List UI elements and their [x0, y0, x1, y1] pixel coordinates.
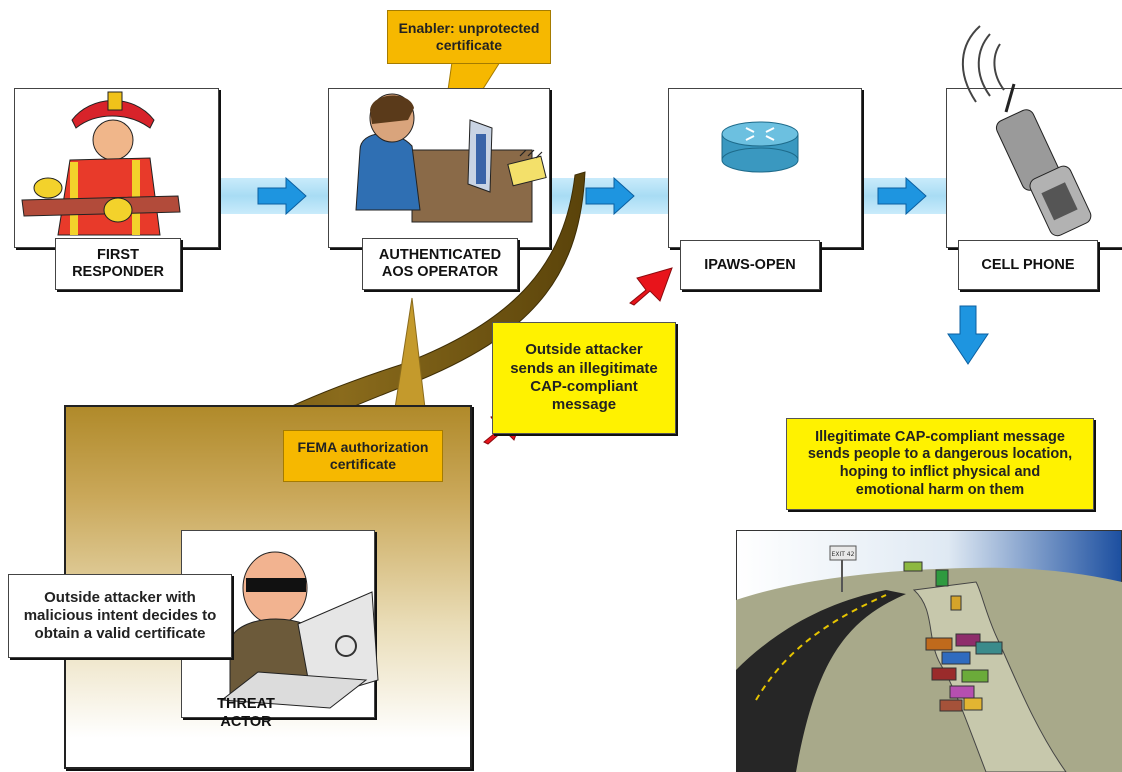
exit-sign-text: EXIT 42	[832, 551, 855, 558]
ipaws-open-label: IPAWS-OPEN	[680, 240, 820, 290]
first-responder-label: FIRST RESPONDER	[55, 238, 181, 290]
road	[736, 590, 906, 772]
firefighter-figure	[21, 91, 181, 236]
cell-phone-icon	[962, 25, 1092, 237]
attack-arrow-to-ipaws	[629, 267, 673, 306]
outside-attacker-sends-callout: Outside attacker sends an illegitimate C…	[492, 322, 676, 434]
flow-arrow-phone-down	[947, 305, 989, 365]
enabler-callout-text: unprotected certificate	[435, 19, 540, 53]
flow-arrow-operator-to-ipaws	[585, 176, 635, 216]
road-stripe	[755, 594, 887, 701]
exit-sign	[829, 545, 857, 561]
outside-attacker-intent-callout: Outside attacker with malicious intent d…	[8, 574, 232, 658]
router-icon	[721, 121, 799, 173]
crashed-cars	[903, 561, 1003, 712]
illegitimate-message-callout: Illegitimate CAP-compliant message sends…	[786, 418, 1094, 510]
aos-operator-label: AUTHENTICATED AOS OPERATOR	[362, 238, 518, 290]
aos-operator-figure	[355, 93, 547, 223]
flow-arrow-ipaws-to-phone	[877, 176, 927, 216]
cell-phone-label: CELL PHONE	[958, 240, 1098, 290]
threat-actor-label: THREAT ACTOR	[217, 696, 275, 730]
fema-certificate-callout: FEMA authorization certificate	[283, 430, 443, 482]
flow-arrow-responder-to-operator	[257, 176, 307, 216]
enabler-callout-lead: Enabler:	[398, 19, 455, 36]
enabler-callout: Enabler: unprotected certificate	[387, 10, 551, 64]
threat-actor-figure	[220, 551, 379, 709]
dangerous-location-scene: EXIT 42	[736, 530, 1122, 772]
